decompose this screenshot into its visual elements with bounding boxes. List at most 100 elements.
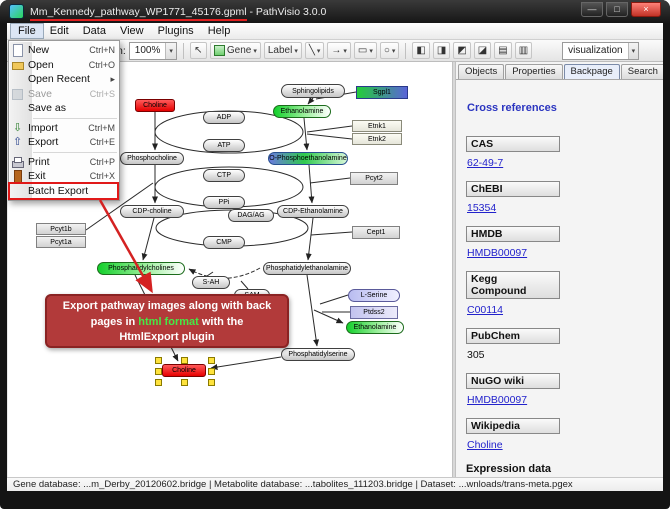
selection-handle[interactable] bbox=[154, 367, 162, 375]
backpage-title: Cross references bbox=[467, 102, 557, 114]
backpage-section-header: Kegg Compound bbox=[466, 271, 560, 299]
node-etnk2[interactable]: Etnk2 bbox=[352, 133, 402, 145]
menubar-item-plugins[interactable]: Plugins bbox=[157, 25, 194, 37]
node-cmp[interactable]: CMP bbox=[203, 236, 245, 249]
menubar-item-file[interactable]: File bbox=[10, 23, 44, 39]
tab-search[interactable]: Search bbox=[620, 64, 663, 79]
menu-item-label: Print bbox=[28, 155, 50, 168]
node-phosphatidylserine[interactable]: Phosphatidylserine bbox=[281, 348, 355, 361]
node-cdp-choline[interactable]: CDP-choline bbox=[120, 205, 184, 218]
menu-item-label: Open Recent bbox=[28, 73, 90, 86]
node-dag[interactable]: DAG/AG bbox=[228, 209, 274, 222]
selection-handle[interactable] bbox=[154, 378, 162, 386]
tab-backpage[interactable]: Backpage bbox=[563, 64, 620, 79]
node-adp[interactable]: ADP bbox=[203, 111, 245, 124]
distribute-horizontal-button[interactable]: ▤ bbox=[494, 42, 512, 59]
visualization-combobox[interactable]: visualization ▾ bbox=[562, 41, 640, 60]
selection-handle[interactable] bbox=[181, 378, 188, 386]
selection-handle[interactable] bbox=[181, 356, 188, 364]
menu-item-batch-export[interactable]: Batch Export bbox=[9, 184, 119, 199]
menu-item-save-as[interactable]: Save as bbox=[9, 101, 119, 116]
maximize-button[interactable]: □ bbox=[606, 2, 628, 17]
node-o-phosphoethanolamine[interactable]: O-Phosphoethanolamine bbox=[268, 152, 348, 165]
align-bottom-button[interactable]: ◪ bbox=[473, 42, 492, 59]
backpage-link[interactable]: 62-49-7 bbox=[467, 157, 504, 169]
none-icon bbox=[11, 185, 25, 197]
selection-handle[interactable] bbox=[207, 378, 215, 386]
backpage-link[interactable]: C00114 bbox=[467, 304, 504, 316]
zoom-combobox[interactable]: 100% ▾ bbox=[128, 41, 177, 60]
chevron-down-icon: ▾ bbox=[294, 47, 298, 55]
menubar-item-edit[interactable]: Edit bbox=[49, 25, 69, 37]
connector-tool-button[interactable]: →▾ bbox=[327, 42, 351, 59]
ellipse-icon: ○ bbox=[383, 45, 390, 56]
backpage-link[interactable]: HMDB00097 bbox=[467, 394, 528, 406]
node-ctp[interactable]: CTP bbox=[203, 169, 245, 182]
visualization-value: visualization bbox=[568, 45, 623, 56]
node-phosphatidylcholines[interactable]: Phosphatidylcholines bbox=[97, 262, 185, 275]
distribute-vertical-button[interactable]: ▥ bbox=[514, 42, 533, 59]
gene-node-tool-button[interactable]: Gene ▾ bbox=[209, 42, 261, 59]
backpage-link[interactable]: Choline bbox=[467, 439, 503, 451]
callout-line-3: HtmlExport plugin bbox=[119, 331, 215, 343]
node-l-serine[interactable]: L-Serine bbox=[348, 289, 400, 302]
node-ppi[interactable]: PPi bbox=[203, 196, 245, 209]
rectangle-tool-button[interactable]: ▭▾ bbox=[353, 42, 377, 59]
node-cept1[interactable]: Cept1 bbox=[352, 226, 400, 239]
menu-item-open-recent[interactable]: Open Recent▸ bbox=[9, 72, 119, 87]
callout-line-1: Export pathway images along with back bbox=[62, 300, 272, 312]
tab-properties[interactable]: Properties bbox=[505, 64, 563, 79]
chevron-down-icon: ▾ bbox=[391, 47, 396, 55]
node-pcyt1a[interactable]: Pcyt1a bbox=[36, 236, 86, 248]
node-sphingolipids[interactable]: Sphingolipids bbox=[281, 84, 345, 98]
chevron-down-icon[interactable]: ▾ bbox=[165, 42, 176, 59]
node-phosphocholine[interactable]: Phosphocholine bbox=[120, 152, 184, 165]
node-etnk1[interactable]: Etnk1 bbox=[352, 120, 402, 132]
minimize-button[interactable]: — bbox=[581, 2, 603, 17]
menubar-item-data[interactable]: Data bbox=[82, 25, 106, 37]
node-sgpl1[interactable]: Sgpl1 bbox=[356, 86, 408, 99]
align-right-button[interactable]: ◨ bbox=[432, 42, 451, 59]
node-choline-selected[interactable]: Choline bbox=[162, 364, 206, 377]
selection-handle[interactable] bbox=[154, 356, 162, 364]
node-phosphatidylethanolamine[interactable]: Phosphatidylethanolamine bbox=[263, 262, 351, 275]
node-ethanolamine-2[interactable]: Ethanolamine bbox=[346, 321, 404, 334]
save-icon bbox=[11, 88, 25, 100]
align-left-button[interactable]: ◧ bbox=[412, 42, 430, 59]
node-ptdss2[interactable]: Ptdss2 bbox=[350, 306, 398, 319]
align-bottom-icon: ◪ bbox=[477, 45, 488, 56]
align-top-button[interactable]: ◩ bbox=[453, 42, 471, 59]
node-cdp-ethanolamine[interactable]: CDP-Ethanolamine bbox=[277, 205, 349, 218]
menubar-item-view[interactable]: View bbox=[119, 25, 144, 37]
node-atp[interactable]: ATP bbox=[203, 139, 245, 152]
chevron-down-icon: ▾ bbox=[369, 47, 373, 55]
ellipse-tool-button[interactable]: ○▾ bbox=[379, 42, 400, 59]
backpage-link[interactable]: HMDB00097 bbox=[467, 247, 528, 259]
tab-objects[interactable]: Objects bbox=[458, 64, 505, 79]
chevron-down-icon[interactable]: ▾ bbox=[627, 42, 639, 59]
panel-splitter[interactable] bbox=[452, 62, 456, 477]
node-choline-top[interactable]: Choline bbox=[135, 99, 175, 112]
backpage-link[interactable]: 15354 bbox=[467, 202, 497, 214]
selection-handle[interactable] bbox=[207, 367, 215, 375]
selection-tool-button[interactable]: ↖ bbox=[189, 42, 207, 59]
node-pcyt1b[interactable]: Pcyt1b bbox=[36, 223, 86, 235]
line-tool-button[interactable]: ╲▾ bbox=[304, 42, 325, 59]
close-button[interactable]: × bbox=[631, 2, 661, 17]
label-tool-button[interactable]: Label ▾ bbox=[263, 42, 302, 59]
menubar-item-help[interactable]: Help bbox=[207, 25, 231, 37]
node-ethanolamine-top[interactable]: Ethanolamine bbox=[273, 105, 331, 118]
node-s-ah[interactable]: S-AH bbox=[192, 276, 230, 289]
node-pcyt2[interactable]: Pcyt2 bbox=[350, 172, 398, 185]
selection-handle[interactable] bbox=[207, 356, 215, 364]
